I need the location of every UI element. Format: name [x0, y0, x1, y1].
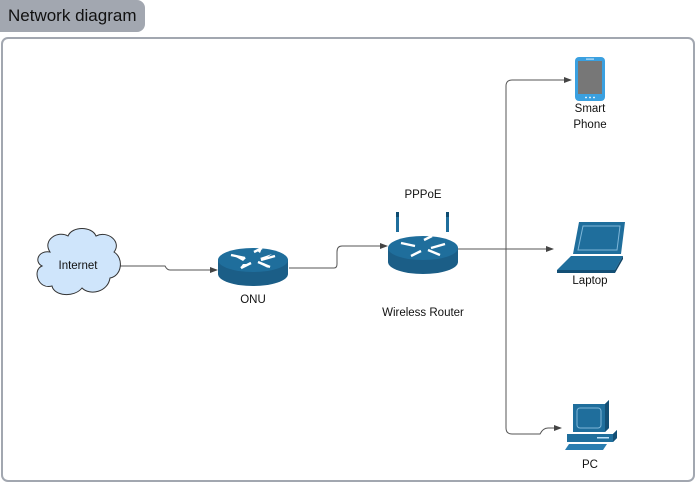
onu-label: ONU [240, 294, 266, 306]
phone-label-line2: Phone [573, 119, 607, 131]
router-top-label: PPPoE [404, 189, 442, 201]
laptop-icon[interactable] [557, 222, 625, 273]
edge-internet-onu[interactable] [118, 265, 218, 273]
smartphone-icon[interactable] [575, 57, 605, 101]
laptop-label: Laptop [572, 275, 608, 287]
wireless-router-icon[interactable] [388, 212, 458, 274]
router-icon[interactable] [218, 246, 288, 286]
phone-label-line1: Smart [574, 103, 606, 115]
diagram-title: Network diagram [0, 0, 145, 32]
edge-router-phone[interactable] [457, 77, 572, 250]
pc-label: PC [582, 459, 598, 471]
cloud-icon[interactable] [36, 228, 121, 295]
internet-label: Internet [58, 260, 98, 272]
router-label: Wireless Router [382, 307, 464, 319]
desktop-pc-icon[interactable] [565, 400, 617, 450]
edge-onu-router[interactable] [289, 243, 388, 269]
diagram-canvas-frame [1, 37, 695, 482]
edge-router-pc[interactable] [505, 249, 562, 435]
